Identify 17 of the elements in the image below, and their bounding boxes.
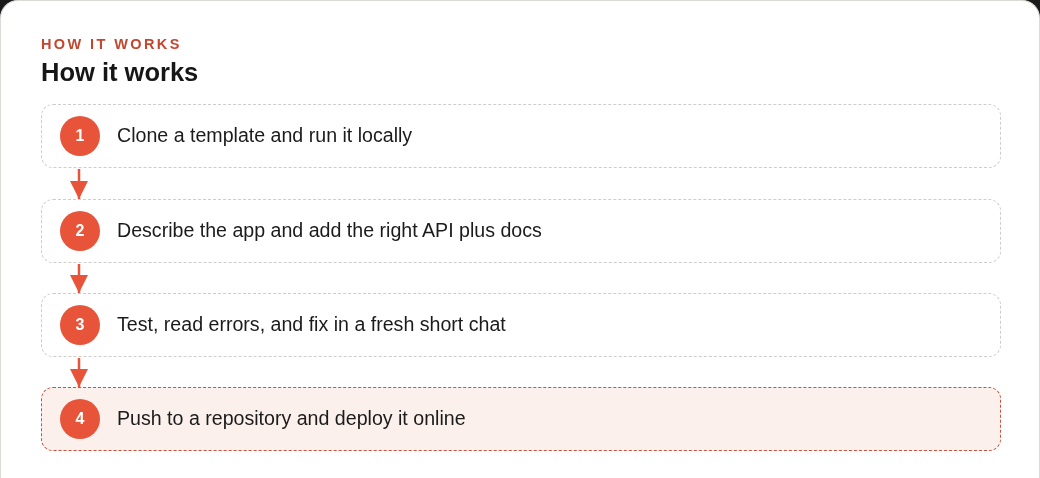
step-number-circle: 2 — [60, 211, 100, 251]
step-number-circle: 3 — [60, 305, 100, 345]
eyebrow-label: HOW IT WORKS — [41, 37, 182, 53]
step-text: Test, read errors, and fix in a fresh short chat — [117, 313, 506, 337]
step-text: Describe the app and add the right API plus docs — [117, 219, 542, 243]
arrow — [70, 169, 88, 199]
step-text: Push to a repository and deploy it online — [117, 407, 466, 431]
step-text: Clone a template and run it locally — [117, 124, 413, 148]
arrow — [70, 264, 88, 293]
arrow — [70, 358, 88, 387]
step-box — [41, 199, 1001, 263]
step-box — [41, 104, 1001, 168]
step-box — [41, 387, 1001, 451]
step-box — [41, 293, 1001, 357]
diagram-title: How it works — [41, 58, 199, 88]
step-number-circle: 1 — [60, 116, 100, 156]
step-number-circle: 4 — [60, 399, 100, 439]
